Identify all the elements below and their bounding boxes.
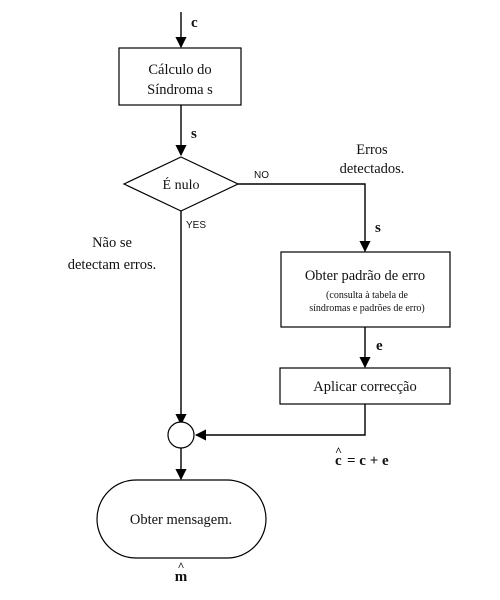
error-label-e: e [376, 338, 383, 354]
equation-c-hat: c [335, 453, 342, 469]
no-branch-line [238, 183, 371, 253]
syndrome-calc-box [118, 47, 242, 106]
error-pattern-title: Obter padrão de erro [305, 268, 425, 284]
right-label-s: s [375, 220, 381, 236]
output-m-hat: m [175, 569, 188, 585]
decision-yes-label: YES [186, 220, 206, 231]
no-errors-line1: Não se [92, 235, 132, 251]
correction-to-junction-line [194, 404, 366, 441]
get-message-label: Obter mensagem. [130, 512, 232, 528]
equation-c-hat-caret: ^ [335, 444, 342, 458]
error-pattern-sub2: síndromas e padrões de erro) [309, 303, 425, 314]
syndrome-calc-line1: Cálculo do [148, 62, 211, 78]
errors-detected-line2: detectados. [340, 161, 405, 177]
decision-label: É nulo [163, 176, 200, 193]
syndrome-calc-line2: Síndroma s [147, 82, 213, 98]
error-pattern-sub1: (consulta à tabela de [326, 290, 408, 301]
equation-rest: = c + e [347, 453, 389, 469]
output-m-hat-caret: ^ [178, 559, 185, 573]
merge-junction [167, 421, 195, 449]
input-label-c: c [191, 15, 198, 31]
errors-detected-line1: Erros [356, 142, 388, 158]
no-errors-line2: detectam erros. [68, 257, 157, 273]
error-pattern-box [280, 251, 451, 328]
decision-no-label: NO [254, 170, 269, 181]
syndrome-label-s: s [191, 126, 197, 142]
get-message-terminal [96, 479, 267, 559]
apply-correction-label: Aplicar correcção [313, 379, 416, 395]
apply-correction-box [279, 367, 451, 405]
